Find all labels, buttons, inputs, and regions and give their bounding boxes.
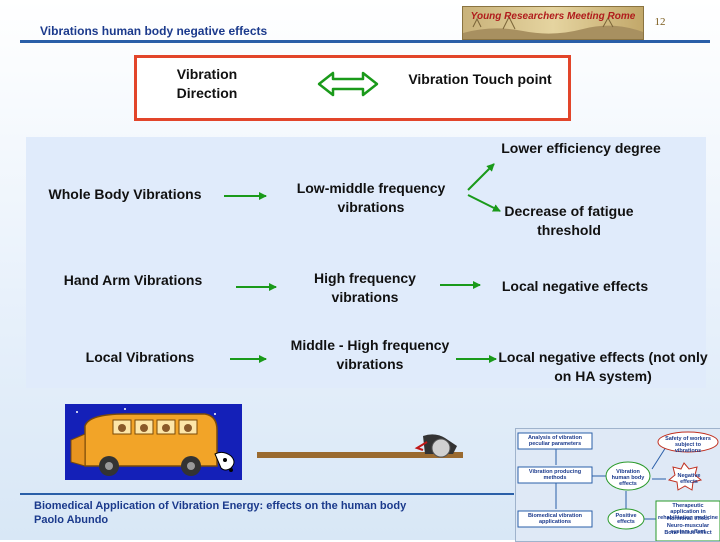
- flow-hormonal: Hormonal effect: [667, 516, 709, 522]
- flow-box-applications: Biomedical vibration applications: [527, 513, 583, 525]
- legend-vibration-direction: Vibration Direction: [176, 66, 238, 101]
- flow-box-analysis: Analysis of vibration peculiar parameter…: [527, 435, 583, 447]
- flowchart-thumbnail: Analysis of vibration peculiar parameter…: [515, 428, 720, 542]
- slide-title: Vibrations human body negative effects: [40, 24, 268, 38]
- local-vibrations-label: Local Vibrations: [85, 349, 195, 365]
- flow-safety: Safety of workers subject to vibrations: [665, 436, 711, 454]
- logo-landscape-icon: [463, 15, 643, 39]
- row3-local-negative-effects-label: Local negative effects (not only on HA s…: [498, 349, 708, 384]
- flow-negative: Negative effects: [677, 473, 701, 485]
- footer-author: Paolo Abundo: [34, 514, 109, 526]
- flow-neuromuscular: Neuro-muscular system effect: [666, 523, 710, 535]
- middle-high-frequency-label: Middle - High frequency vibrations: [290, 337, 450, 372]
- hand-arm-vibrations-label: Hand Arm Vibrations: [63, 272, 203, 288]
- row2-local-negative-effects-label: Local negative effects: [501, 278, 649, 294]
- flow-center-effects: Vibration human body effects: [611, 469, 645, 487]
- fatigue-threshold-label: Decrease of fatigue threshold: [504, 203, 634, 238]
- high-frequency-label: High frequency vibrations: [314, 270, 416, 305]
- footer-divider: [20, 493, 514, 495]
- logo-text: Young Researchers Meeting Rome: [470, 11, 636, 22]
- flowchart-lines: [517, 431, 720, 541]
- flow-bone: Bone tissue effect: [664, 530, 712, 536]
- whole-body-vibrations-label: Whole Body Vibrations: [48, 186, 202, 202]
- flow-therapeutic: Therapeutic application in rehabilitatio…: [658, 503, 718, 521]
- flow-positive: Positive effects: [615, 513, 637, 525]
- lower-efficiency-label: Lower efficiency degree: [501, 140, 661, 156]
- double-arrow-icon: [317, 71, 379, 97]
- legend-vibration-touch-point: Vibration Touch point: [408, 71, 552, 87]
- arrow-row1-down: [467, 194, 501, 212]
- conference-logo: Young Researchers Meeting Rome: [462, 6, 644, 40]
- flow-box-producing: Vibration producing methods: [528, 469, 582, 481]
- circular-saw-image: [257, 434, 463, 458]
- footer-course-title: Biomedical Application of Vibration Ener…: [34, 500, 407, 512]
- vibrating-bus-cartoon: [65, 404, 242, 480]
- header-divider: [20, 40, 710, 43]
- low-middle-frequency-label: Low-middle frequency vibrations: [296, 180, 446, 215]
- page-number: 12: [654, 16, 666, 28]
- arrow-row1-up: [467, 163, 495, 191]
- diagram-panel: [26, 137, 706, 388]
